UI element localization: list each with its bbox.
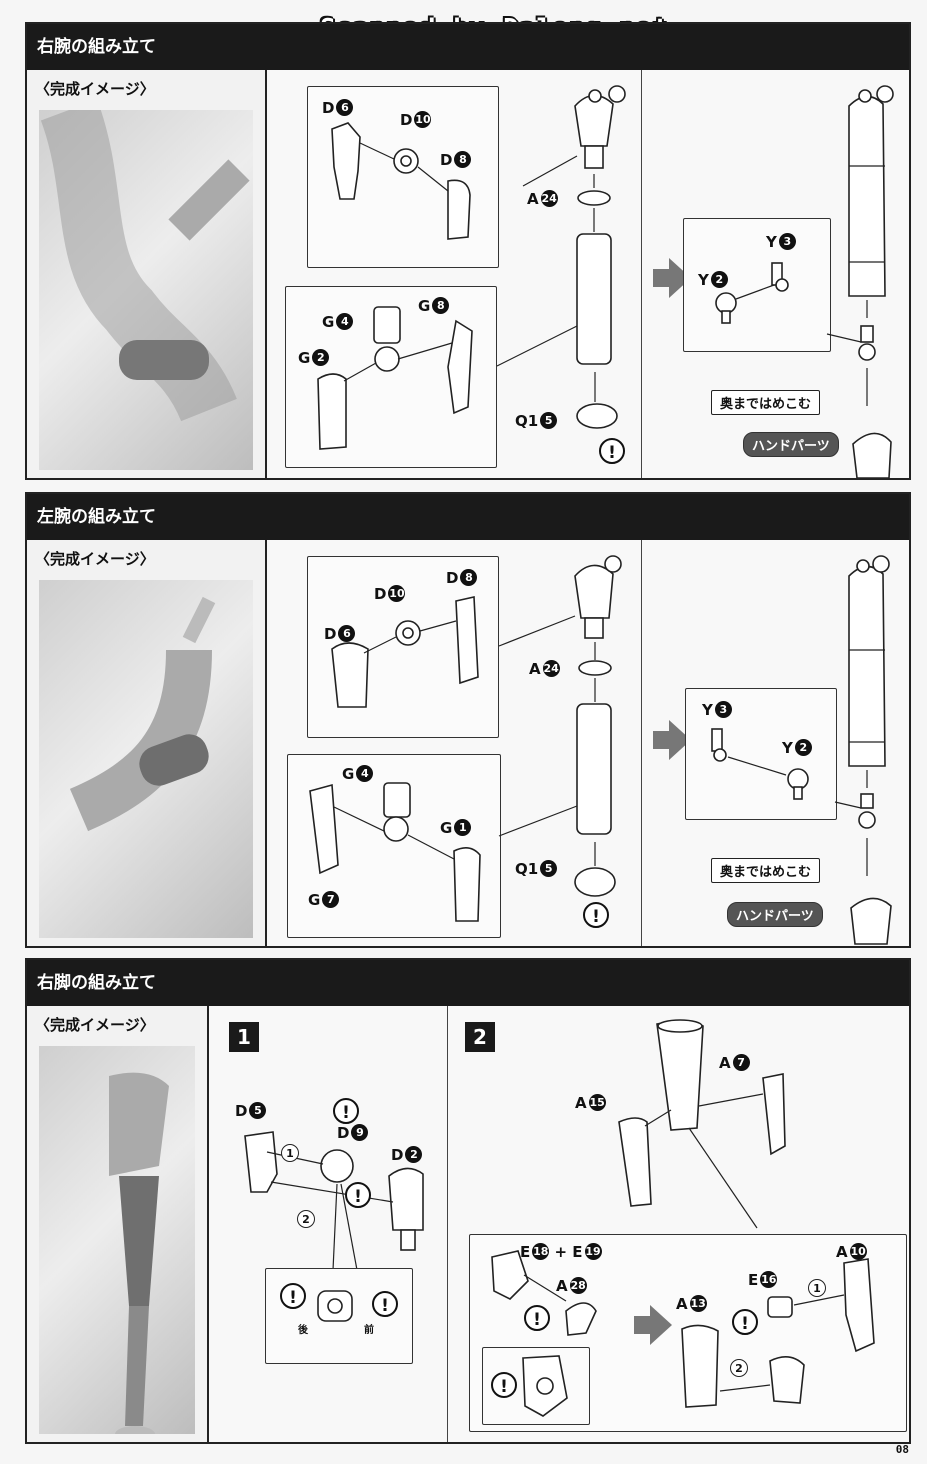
wrist-joint-parts [711, 728, 809, 800]
arm-assembly-column [496, 85, 626, 429]
hand-parts-tag: ハンドパーツ [727, 902, 823, 927]
upper-arm-joint-parts [331, 596, 479, 708]
warning-icon: ! [345, 1182, 371, 1208]
arm-assembly-column [498, 555, 622, 897]
next-step-arrow-icon [634, 1305, 672, 1345]
foot-joint-detail [522, 1355, 568, 1417]
column-divider [641, 540, 642, 946]
completion-image-panel: 〈完成イメージ〉 [27, 1006, 209, 1442]
warning-icon: ! [280, 1283, 306, 1309]
order-1-marker: 1 [808, 1279, 826, 1297]
assembled-arm-right [826, 85, 894, 479]
completion-image-panel: 〈完成イメージ〉 [27, 70, 267, 478]
warning-icon: ! [333, 1098, 359, 1124]
column-divider [641, 70, 642, 478]
order-1-marker: 1 [281, 1144, 299, 1162]
upper-arm-joint-parts [331, 122, 471, 240]
completion-image-title: 〈完成イメージ〉 [35, 80, 155, 98]
lower-leg-assembly [618, 1019, 786, 1229]
step-1-badge: 1 [229, 1022, 259, 1052]
completion-image-title: 〈完成イメージ〉 [35, 550, 155, 568]
forearm-joint-parts [309, 782, 481, 922]
wrist-joint-parts [715, 262, 789, 324]
arm-photo-illustration [40, 110, 250, 423]
order-2-marker: 2 [730, 1359, 748, 1377]
completion-image-title: 〈完成イメージ〉 [35, 1016, 155, 1034]
forearm-joint-parts [317, 306, 473, 450]
completed-right-arm-photo [39, 110, 253, 470]
completion-image-panel: 〈完成イメージ〉 [27, 540, 267, 946]
plus-sign: + [554, 1243, 568, 1261]
step-2-badge: 2 [465, 1022, 495, 1052]
back-label: 後 [298, 1325, 308, 1336]
knee-joint-parts [244, 1131, 424, 1271]
completed-left-arm-photo [39, 580, 253, 938]
knee-joint-top-view [317, 1290, 353, 1322]
section-title: 左腕の組み立て [27, 494, 909, 540]
warning-icon: ! [372, 1291, 398, 1317]
arm-photo-illustration [69, 596, 216, 832]
section-title: 右腕の組み立て [27, 24, 909, 70]
warning-icon: ! [599, 438, 625, 464]
warning-icon: ! [583, 902, 609, 928]
column-divider [447, 1006, 448, 1442]
warning-icon: ! [732, 1309, 758, 1335]
push-in-note-tag: 奥まではめこむ [711, 390, 821, 415]
push-in-note-tag: 奥まではめこむ [711, 858, 821, 883]
front-label: 前 [364, 1325, 374, 1336]
warning-icon: ! [524, 1305, 550, 1331]
warning-icon: ! [491, 1372, 517, 1398]
leg-photo-illustration [109, 1072, 169, 1434]
knee-orientation-detail-box: ! ! 後 前 [265, 1268, 413, 1364]
completed-right-leg-photo [39, 1046, 195, 1434]
order-2-marker: 2 [297, 1210, 315, 1228]
foot-joint-parts [491, 1250, 875, 1408]
foot-joint-detail-box: ! [482, 1347, 590, 1425]
assembled-arm-left [834, 555, 892, 945]
hand-parts-tag: ハンドパーツ [743, 432, 839, 457]
page-number: 08 [895, 1443, 909, 1456]
section-title: 右脚の組み立て [27, 960, 909, 1006]
